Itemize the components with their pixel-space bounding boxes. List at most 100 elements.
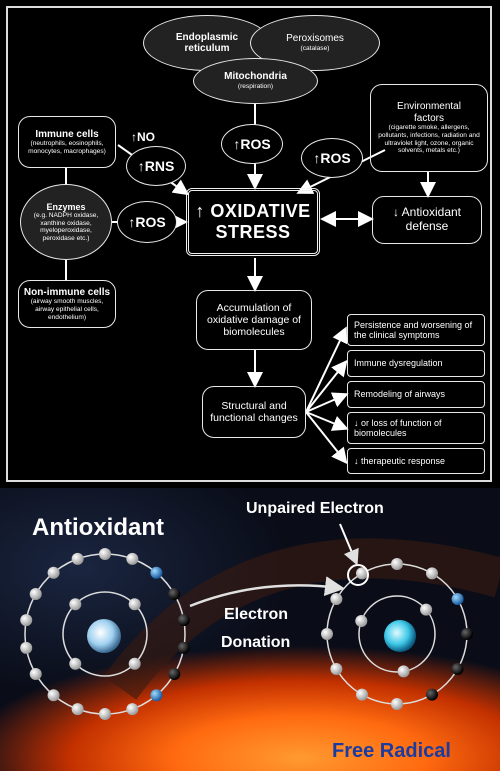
outcome-4-label: ↓ or loss of function of biomolecules [354, 417, 442, 438]
electron-dot [451, 663, 464, 675]
mitochondria-sub: (respiration) [237, 82, 274, 90]
enzymes-title: Enzymes [46, 201, 86, 212]
peroxisomes-sub: (catalase) [300, 44, 330, 52]
electron-label: Electron [224, 606, 289, 623]
electron-dot [451, 593, 464, 605]
ros-mito-ellipse: ↑ROS [221, 124, 283, 164]
atoms-illustration [20, 523, 500, 720]
electron-dot [356, 688, 368, 701]
electron-dot [356, 567, 368, 580]
electron-dot [69, 598, 82, 611]
mitochondria-ellipse: Mitochondria (respiration) [193, 58, 318, 104]
ros-enzymes-ellipse: ↑ROS [117, 201, 177, 243]
electron-dot [71, 703, 84, 716]
free-radical-atom [321, 558, 473, 710]
electron-dot [20, 641, 33, 654]
environmental-factors-box: Environmental factors (cigarette smoke, … [370, 84, 488, 172]
outcome-5-box: ↓ therapeutic response [347, 448, 485, 474]
arrow-to-outcome-2 [305, 359, 348, 413]
accumulation-box: Accumulation of oxidative damage of biom… [196, 290, 312, 350]
electron-dot [71, 552, 84, 565]
electron-dot [391, 698, 403, 710]
ros-enzymes-label: ↑ROS [128, 213, 166, 230]
donation-label: Donation [221, 634, 291, 651]
rns-label: ↑RNS [137, 157, 175, 174]
electron-dot [330, 593, 343, 605]
outcome-2-box: Immune dysregulation [347, 350, 485, 377]
electron-dot [99, 708, 111, 720]
electron-dot [150, 689, 163, 702]
electron-dot [128, 598, 141, 611]
er-label: Endoplasmic reticulum [175, 31, 239, 55]
oxidative-stress-diagram: Endoplasmic reticulum Peroxisomes (catal… [6, 6, 492, 482]
electron-donation-illustration: Antioxidant Unpaired Electron Electron D… [0, 488, 500, 771]
electron-dot [47, 566, 60, 579]
mitochondria-label: Mitochondria [224, 71, 287, 83]
electron-dot [177, 641, 190, 654]
arrow-to-outcome-3 [305, 392, 349, 413]
unpaired-electron-label: Unpaired Electron [246, 500, 384, 517]
outcome-1-label: Persistence and worsening of the clinica… [354, 319, 473, 340]
enzymes-sub: (e.g. NADPH oxidase, xanthine oxidase, m… [33, 212, 99, 242]
immune-cells-sub: (neutrophils, eosinophils, monocytes, ma… [28, 140, 106, 155]
electron-dot [126, 703, 139, 716]
environmental-sub: (cigarette smoke, allergens, pollutants,… [378, 124, 480, 155]
electron-dot [461, 628, 473, 640]
immune-cells-title: Immune cells [35, 128, 99, 140]
free-radical-title: Free Radical [332, 740, 451, 762]
structural-label: Structural and functional changes [210, 399, 298, 424]
electron-dot [168, 588, 181, 600]
antioxidant-defense-box: ↓ Antioxidant defense [372, 196, 482, 244]
electron-dot [29, 588, 42, 600]
non-immune-cells-box: Non-immune cells (airway smooth muscles,… [18, 280, 116, 328]
electron-dot [150, 566, 163, 579]
electron-dot [69, 657, 82, 670]
electron-dot [426, 688, 438, 701]
accumulation-label: Accumulation of oxidative damage of biom… [207, 301, 301, 339]
oxidative-label: ↑ OXIDATIVE [195, 201, 311, 222]
structural-changes-box: Structural and functional changes [202, 386, 306, 438]
electron-dot [391, 558, 403, 570]
electron-dot [426, 567, 438, 580]
non-immune-title: Non-immune cells [23, 286, 111, 298]
arrow-to-outcome-1 [305, 326, 348, 413]
electron-dot [321, 628, 333, 640]
stress-label: STRESS [215, 222, 291, 242]
diagram-arrows [65, 102, 436, 465]
electron-dot [29, 668, 42, 680]
electron-dot [177, 614, 190, 627]
environmental-title: Environmental factors [397, 101, 461, 124]
electron-dot [126, 552, 139, 565]
arrow-to-outcome-4 [305, 411, 349, 431]
electron-dot [355, 615, 368, 628]
outcome-3-box: Remodeling of airways [347, 381, 485, 408]
electron-dot [99, 548, 111, 560]
unpaired-pointer [339, 523, 359, 566]
ros-env-label: ↑ROS [313, 149, 351, 166]
non-immune-sub: (airway smooth muscles, airway epithelia… [30, 298, 104, 321]
rns-ellipse: ↑RNS [126, 146, 186, 186]
electron-dot [330, 663, 343, 675]
antioxidant-atom [20, 548, 190, 720]
oxidative-stress-box: ↑ OXIDATIVE STRESS [186, 188, 320, 256]
antioxidant-defense-label: ↓ Antioxidant defense [392, 205, 462, 233]
outcome-2-label: Immune dysregulation [354, 358, 443, 369]
electron-dot [20, 614, 33, 627]
electron-dot [168, 668, 181, 680]
antioxidant-title: Antioxidant [32, 514, 164, 541]
outcome-3-label: Remodeling of airways [354, 389, 446, 400]
electron-dot [47, 689, 60, 702]
outcome-4-box: ↓ or loss of function of biomolecules [347, 412, 485, 444]
outcome-5-label: ↓ therapeutic response [354, 455, 446, 466]
peroxisomes-label: Peroxisomes [286, 33, 344, 45]
electron-dot [128, 657, 141, 670]
electron-dot [397, 665, 410, 678]
electron-dot [420, 603, 433, 616]
outcome-1-box: Persistence and worsening of the clinica… [347, 314, 485, 346]
arrow-to-outcome-5 [305, 411, 348, 465]
immune-cells-box: Immune cells (neutrophils, eosinophils, … [18, 116, 116, 168]
enzymes-ellipse: Enzymes (e.g. NADPH oxidase, xanthine ox… [20, 184, 112, 260]
diagram-frame [6, 6, 492, 482]
ros-env-ellipse: ↑ROS [301, 138, 363, 178]
no-label: ↑NO [131, 130, 155, 144]
